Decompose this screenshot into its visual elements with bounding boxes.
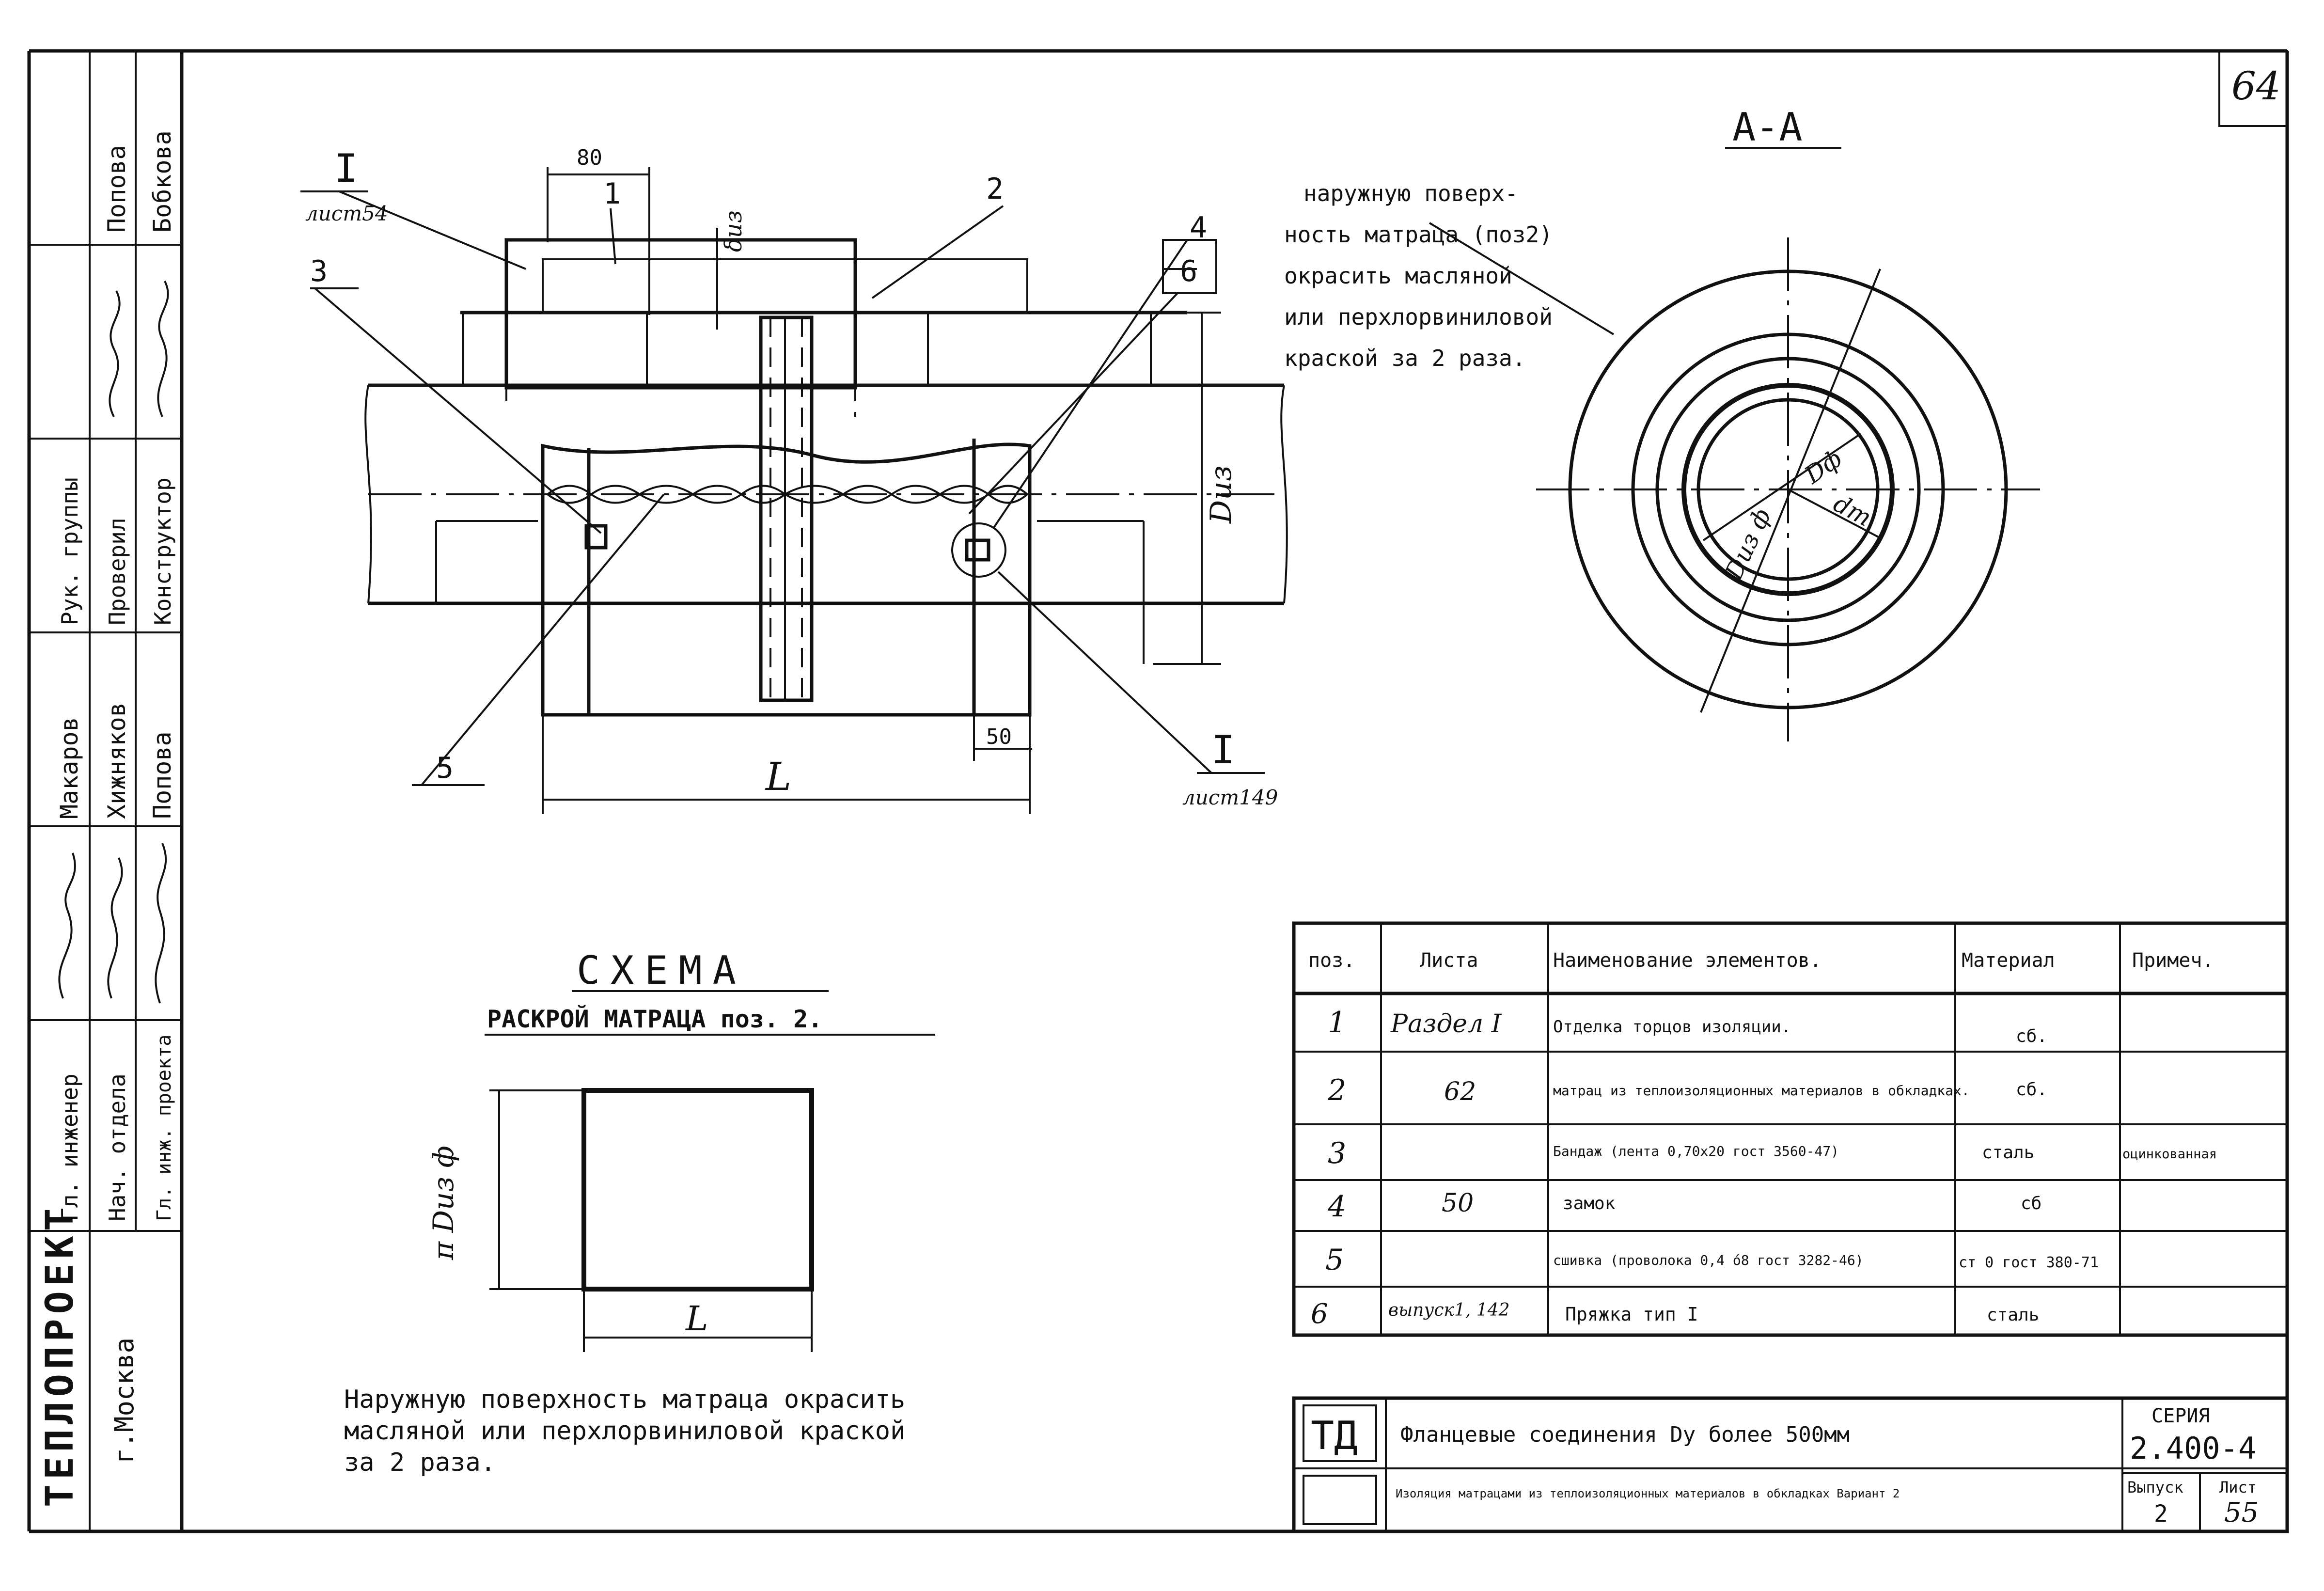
title-block — [1292, 1396, 2289, 1533]
title-block-issue: 2 — [2154, 1500, 2168, 1528]
scheme-dim-horizontal: L — [685, 1299, 708, 1339]
stamp-name-popova: Попова — [148, 731, 176, 819]
spec-row-3-pos: 3 — [1328, 1136, 1346, 1170]
section-aa-note-line-4: или перхлорвиниловой — [1284, 304, 1553, 330]
scheme-note-line-1: Наружную поверхность матраца окрасить — [344, 1385, 905, 1414]
stamp-org: ТЕПЛОПРОЕКТ — [38, 1203, 82, 1507]
spec-row-6-sheet: выпуск1, 142 — [1388, 1300, 1510, 1320]
title-block-sheet: 55 — [2224, 1497, 2259, 1528]
title-block-sheet-label: Лист — [2219, 1478, 2257, 1496]
spec-row-2-name: матрац из теплоизоляционных материалов в… — [1553, 1083, 1970, 1099]
title-block-logo-mark: ТД — [1311, 1413, 1357, 1458]
spec-row-2-sheet: 62 — [1444, 1077, 1476, 1106]
spec-header-note: Примеч. — [2132, 949, 2214, 972]
callout-6: 6 — [1180, 254, 1197, 288]
title-block-series-label: СЕРИЯ — [2151, 1405, 2210, 1427]
dim-delta-iz: δиз — [720, 210, 747, 252]
callout-2: 2 — [986, 172, 1004, 206]
title-block-series: 2.400-4 — [2130, 1431, 2256, 1466]
callout-5: 5 — [436, 751, 454, 785]
stamp-name-makarov: Макаров — [55, 717, 83, 819]
spec-row-2-pos: 2 — [1327, 1073, 1346, 1107]
spec-row-1-pos: 1 — [1328, 1006, 1346, 1040]
section-mark-left: I — [334, 146, 358, 191]
stamp-role-designer: Конструктор — [150, 477, 176, 625]
stamp-role-chief-engineer: Гл. инженер — [57, 1073, 83, 1221]
spec-row-5-material: ст 0 гост 380-71 — [1959, 1254, 2099, 1271]
dim-80: 80 — [577, 145, 602, 170]
section-aa-note-line-5: краской за 2 раза. — [1284, 345, 1526, 371]
scheme-dim-vertical: π Dиз ф — [427, 1146, 460, 1260]
spec-row-2-material: сб. — [2016, 1080, 2047, 1100]
callout-3: 3 — [310, 254, 328, 288]
scheme-title: СХЕМА — [577, 948, 747, 993]
scheme-note-line-2: масляной или перхлорвиниловой краской — [344, 1417, 905, 1446]
stamp-role-chief-project: Гл. инж. проекта — [153, 1035, 175, 1221]
section-aa-title: А-А — [1732, 105, 1803, 150]
callout-4: 4 — [1190, 211, 1207, 245]
left-stamp — [29, 51, 182, 1531]
stamp-role-head-dept: Нач. отдела — [104, 1073, 130, 1221]
spec-header-material: Материал — [1962, 949, 2055, 972]
section-mark-right: I — [1211, 727, 1235, 772]
stamp-role-group-lead: Рук. группы — [57, 477, 83, 625]
spec-row-4-name: замок — [1563, 1194, 1616, 1213]
spec-row-6-material: сталь — [1987, 1305, 2039, 1325]
stamp-name-popova-2: Попова — [103, 145, 131, 233]
spec-row-4-sheet: 50 — [1442, 1189, 1474, 1218]
dim-length-L: L — [765, 754, 791, 799]
scheme-subtitle: РАСКРОЙ МАТРАЦА поз. 2. — [487, 1005, 822, 1033]
spec-row-5-pos: 5 — [1325, 1243, 1344, 1277]
drawing-frame — [27, 49, 2289, 1533]
stamp-role-checked: Проверил — [104, 518, 130, 625]
scheme-drawing — [485, 990, 935, 1352]
spec-header-pos: поз. — [1308, 949, 1355, 972]
spec-row-3-name: Бандаж (лента 0,70х20 гост 3560-47) — [1553, 1143, 1839, 1159]
stamp-city: г.Москва — [109, 1338, 140, 1464]
spec-table — [1292, 921, 2289, 1337]
section-aa-note-line-2: ность матраца (поз2) — [1284, 221, 1553, 248]
spec-row-3-material: сталь — [1982, 1143, 2034, 1163]
section-aa-note-line-3: окрасить масляной — [1284, 263, 1512, 289]
top-sheet-number: 64 — [2231, 63, 2281, 109]
spec-header-name: Наименование элементов. — [1553, 949, 1822, 972]
dim-diameter-iz: Dиз — [1204, 466, 1238, 524]
spec-row-1-sheet: Раздел I — [1390, 1009, 1502, 1039]
spec-row-4-material: сб — [2021, 1194, 2041, 1213]
spec-row-3-note: оцинкованная — [2122, 1147, 2217, 1162]
section-aa-note-line-1: наружную поверх- — [1303, 180, 1518, 206]
section-aa-drawing — [1429, 147, 2040, 741]
scheme-note-line-3: за 2 раза. — [344, 1448, 496, 1477]
title-block-issue-label: Выпуск — [2127, 1478, 2183, 1496]
title-block-title-1: Фланцевые соединения Dу более 500мм — [1400, 1422, 1850, 1447]
title-block-title-2: Изоляция матрацами из теплоизоляционных … — [1396, 1487, 1900, 1500]
section-mark-left-sheet: лист54 — [305, 202, 388, 225]
spec-header-sheet: Листа — [1420, 949, 1478, 972]
stamp-name-khizhnyakov: Хижняков — [103, 702, 131, 819]
spec-row-5-name: сшивка (проволока 0,4 ó8 гост 3282-46) — [1553, 1252, 1864, 1268]
spec-row-6-name: Пряжка тип I — [1565, 1304, 1698, 1325]
main-view — [300, 167, 1288, 814]
section-mark-right-sheet: лист149 — [1182, 786, 1278, 809]
spec-row-1-name: Отделка торцов изоляции. — [1553, 1017, 1791, 1037]
dim-50: 50 — [986, 725, 1012, 749]
callout-1: 1 — [603, 177, 621, 211]
stamp-name-bobkova: Бобкова — [148, 130, 176, 233]
spec-row-4-pos: 4 — [1327, 1190, 1346, 1224]
stamp-signatures — [58, 281, 169, 1004]
spec-row-6-pos: 6 — [1311, 1298, 1328, 1330]
spec-row-1-material: сб. — [2016, 1026, 2047, 1046]
